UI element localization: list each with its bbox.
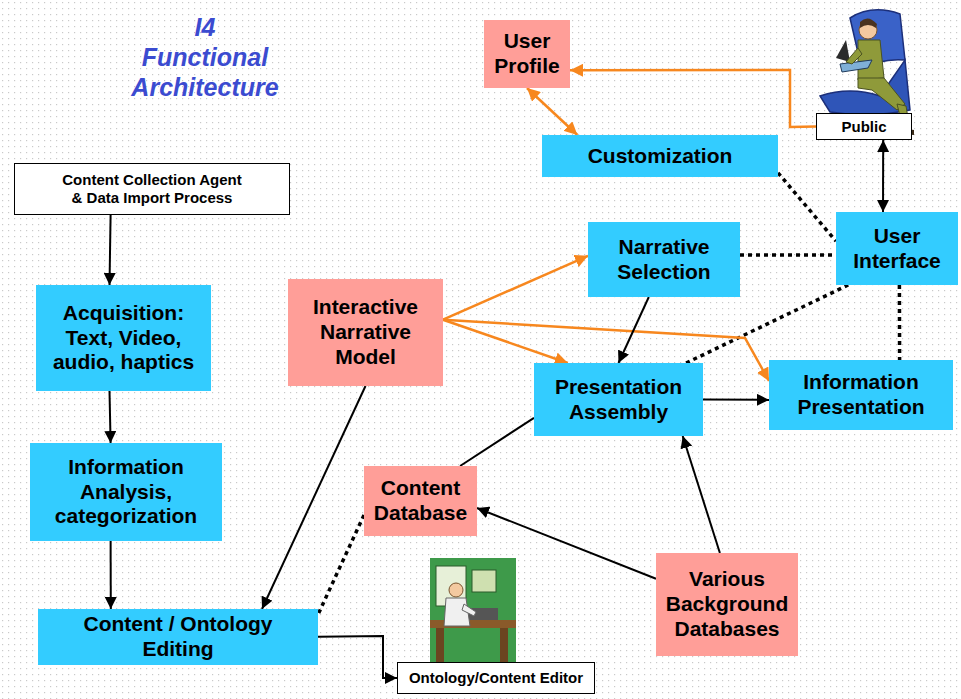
arrow-connector <box>110 391 111 443</box>
node-label: Presentation Assembly <box>540 375 697 425</box>
arrow-connector <box>527 88 577 135</box>
node-label: Content / Ontology Editing <box>52 612 304 662</box>
process-box: Acquisition: Text, Video, audio, haptics <box>36 285 211 391</box>
arrow-connector <box>460 418 534 466</box>
node-label: Content Collection Agent & Data Import P… <box>59 171 245 207</box>
node-label: Various Background Databases <box>662 567 792 641</box>
process-box: Narrative Selection <box>588 222 740 297</box>
source-box: Ontology/Content Editor <box>397 662 595 694</box>
process-box: Information Presentation <box>769 360 953 430</box>
process-box: Presentation Assembly <box>534 363 703 436</box>
node-label: Information Analysis, categorization <box>36 455 216 529</box>
arrow-connector <box>683 436 720 553</box>
node-label: User Interface <box>842 224 952 274</box>
process-box: Information Analysis, categorization <box>30 443 222 541</box>
arrow-connector <box>110 215 111 285</box>
diagram-title: I4 Functional Architecture <box>131 12 278 102</box>
arrow-connector <box>318 636 397 678</box>
dotted-connector <box>740 253 836 257</box>
data-store-box: User Profile <box>484 20 570 88</box>
data-store-box: Content Database <box>364 466 477 536</box>
dotted-connector <box>778 173 836 241</box>
node-label: Narrative Selection <box>594 235 734 285</box>
node-label: Interactive Narrative Model <box>294 295 437 369</box>
arrow-connector <box>703 399 769 401</box>
node-label: Content Database <box>370 476 471 526</box>
arrow-connector <box>477 508 656 579</box>
node-label: Public <box>841 118 886 136</box>
node-label: Ontology/Content Editor <box>409 669 583 687</box>
editor-illustration <box>430 558 516 662</box>
dotted-connector <box>318 515 364 615</box>
arrow-connector <box>110 541 112 609</box>
node-label: Acquisition: Text, Video, audio, haptics <box>42 301 205 375</box>
node-label: User Profile <box>490 29 564 79</box>
dotted-connector <box>898 285 902 360</box>
node-label: Information Presentation <box>775 370 947 420</box>
arrow-connector <box>619 297 649 363</box>
data-store-box: Various Background Databases <box>656 553 798 656</box>
arrow-connector <box>882 140 884 212</box>
arrow-connector <box>443 256 588 320</box>
process-box: User Interface <box>836 212 958 285</box>
arrow-connector <box>570 70 816 127</box>
data-store-box: Interactive Narrative Model <box>288 279 443 386</box>
node-label: Customization <box>588 144 733 169</box>
source-box: Content Collection Agent & Data Import P… <box>14 163 290 215</box>
process-box: Content / Ontology Editing <box>38 609 318 665</box>
process-box: Customization <box>542 135 778 177</box>
arrow-connector <box>262 386 366 609</box>
actor-label: Public <box>816 113 912 140</box>
